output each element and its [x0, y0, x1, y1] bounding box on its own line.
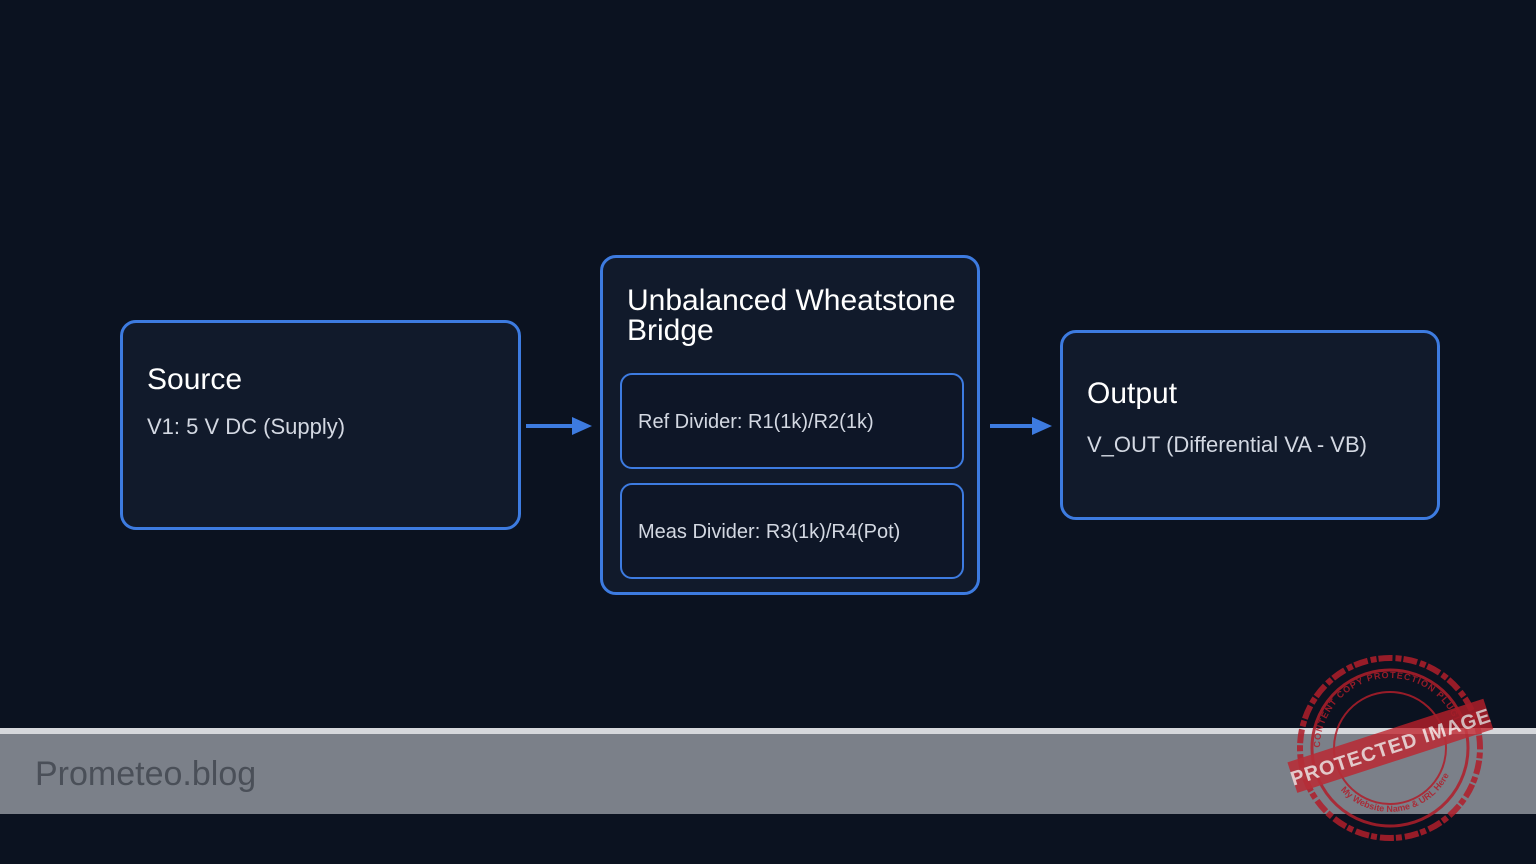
arrow-bridge-to-output-icon — [990, 417, 1052, 435]
meas-divider-block: Meas Divider: R3(1k)/R4(Pot) — [620, 483, 964, 579]
meas-divider-label: Meas Divider: R3(1k)/R4(Pot) — [638, 521, 901, 543]
output-title: Output — [1087, 377, 1178, 410]
bridge-block: Unbalanced Wheatstone Bridge Ref Divider… — [600, 255, 980, 595]
footer-brand: Prometeo.blog — [35, 755, 257, 793]
footer-divider — [0, 728, 1536, 734]
output-subtitle: V_OUT (Differential VA - VB) — [1087, 432, 1367, 457]
source-title: Source — [147, 363, 243, 396]
ref-divider-label: Ref Divider: R1(1k)/R2(1k) — [638, 411, 874, 433]
arrow-source-to-bridge-icon — [526, 417, 592, 435]
ref-divider-block: Ref Divider: R1(1k)/R2(1k) — [620, 373, 964, 469]
source-block: Source V1: 5 V DC (Supply) — [120, 320, 521, 530]
source-subtitle: V1: 5 V DC (Supply) — [147, 414, 346, 439]
protected-image-stamp-icon: CONTENT COPY PROTECTION PLUGIN My Websit… — [1287, 655, 1494, 841]
bridge-title: Unbalanced Wheatstone Bridge — [627, 284, 956, 347]
output-block: Output V_OUT (Differential VA - VB) — [1060, 330, 1440, 520]
footer-bar: Prometeo.blog — [0, 734, 1536, 814]
